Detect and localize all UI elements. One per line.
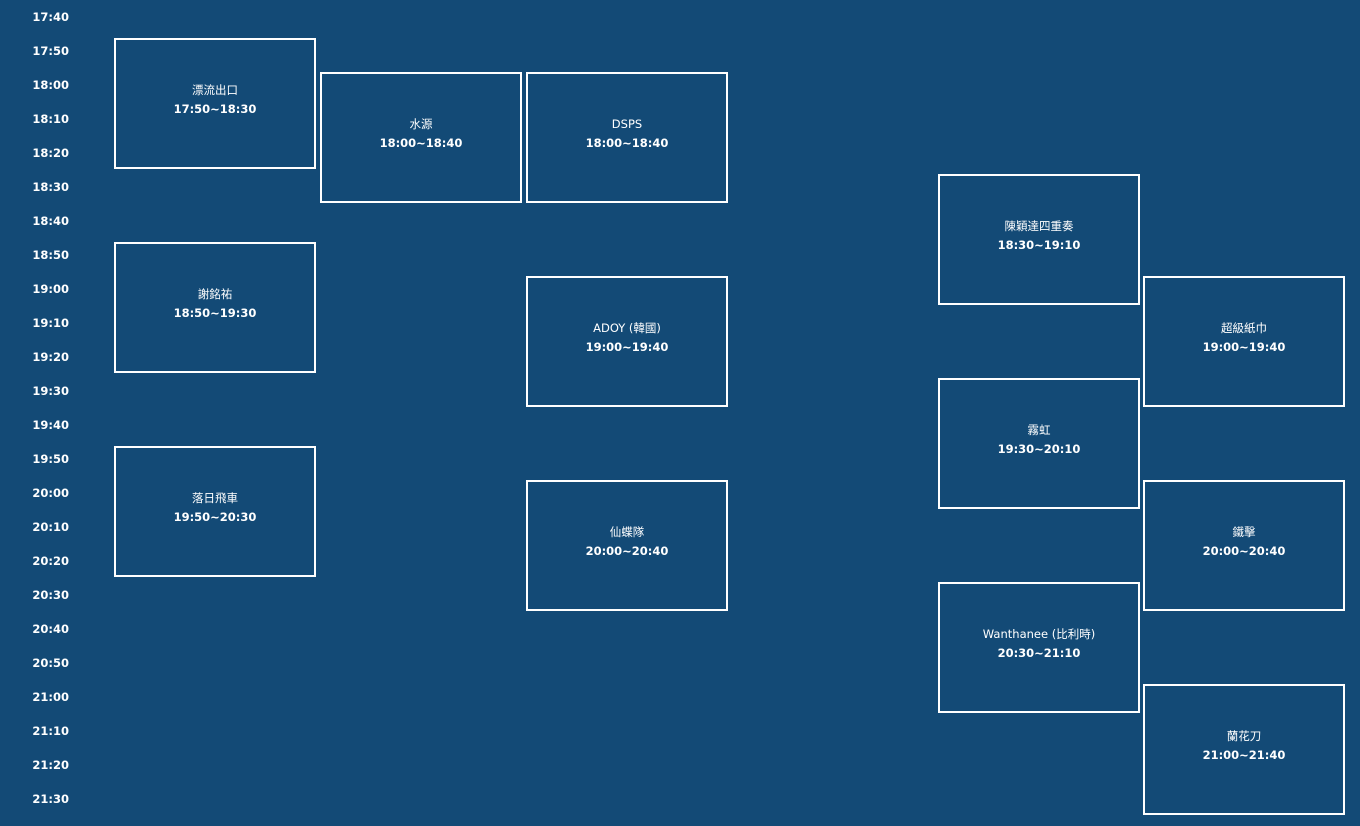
performance-time: 20:00~20:40 [1202,543,1286,558]
performance-time: 20:30~21:10 [997,645,1081,660]
time-label: 19:30 [32,384,69,398]
time-label: 19:50 [32,452,69,466]
time-label: 20:40 [32,622,69,636]
time-label: 19:20 [32,350,69,364]
performance-time: 19:50~20:30 [173,509,257,524]
performer-name: Wanthanee (比利時) [982,626,1096,641]
performance-slot[interactable]: 落日飛車 19:50~20:30 [114,446,316,577]
performer-name: 超級紙巾 [1221,320,1267,335]
performance-slot[interactable]: 謝銘祐 18:50~19:30 [114,242,316,373]
performance-time: 18:50~19:30 [173,305,257,320]
performer-name: ADOY (韓國) [593,320,661,335]
performer-name: 漂流出口 [192,82,238,97]
time-label: 21:10 [32,724,69,738]
performance-slot[interactable]: 超級紙巾 19:00~19:40 [1143,276,1345,407]
time-label: 19:10 [32,316,69,330]
time-label: 20:50 [32,656,69,670]
performance-slot[interactable]: 霧虹 19:30~20:10 [938,378,1140,509]
performer-name: 仙蝶隊 [609,524,645,539]
performer-name: 霧虹 [1027,422,1051,437]
performer-name: 落日飛車 [192,490,238,505]
performer-name: 蘭花刀 [1226,728,1262,743]
performer-name: 鐵擊 [1232,524,1256,539]
time-label: 20:20 [32,554,69,568]
time-label: 21:30 [32,792,69,806]
performance-time: 18:00~18:40 [379,135,463,150]
time-label: 18:30 [32,180,69,194]
time-label: 20:30 [32,588,69,602]
performance-time: 20:00~20:40 [585,543,669,558]
time-label: 21:00 [32,690,69,704]
performance-slot[interactable]: 漂流出口 17:50~18:30 [114,38,316,169]
performance-time: 17:50~18:30 [173,101,257,116]
time-label: 17:50 [32,44,69,58]
time-label: 17:40 [32,10,69,24]
performance-slot[interactable]: 蘭花刀 21:00~21:40 [1143,684,1345,815]
performance-slot[interactable]: 水源 18:00~18:40 [320,72,522,203]
time-label: 18:50 [32,248,69,262]
time-label: 19:00 [32,282,69,296]
performer-name: 謝銘祐 [197,286,233,301]
performance-slot[interactable]: 鐵擊 20:00~20:40 [1143,480,1345,611]
performance-slot[interactable]: ADOY (韓國) 19:00~19:40 [526,276,728,407]
time-label: 18:10 [32,112,69,126]
performer-name: 陳穎達四重奏 [1004,218,1074,233]
performance-time: 21:00~21:40 [1202,747,1286,762]
performance-slot[interactable]: Wanthanee (比利時) 20:30~21:10 [938,582,1140,713]
time-label: 20:00 [32,486,69,500]
performer-name: 水源 [409,116,433,131]
time-label: 20:10 [32,520,69,534]
performance-slot[interactable]: DSPS 18:00~18:40 [526,72,728,203]
performance-slot[interactable]: 仙蝶隊 20:00~20:40 [526,480,728,611]
performance-time: 18:30~19:10 [997,237,1081,252]
time-label: 19:40 [32,418,69,432]
time-label: 18:40 [32,214,69,228]
time-label: 21:20 [32,758,69,772]
performance-time: 19:00~19:40 [1202,339,1286,354]
performance-time: 19:00~19:40 [585,339,669,354]
performance-slot[interactable]: 陳穎達四重奏 18:30~19:10 [938,174,1140,305]
performer-name: DSPS [611,116,643,131]
time-label: 18:20 [32,146,69,160]
performance-time: 19:30~20:10 [997,441,1081,456]
performance-time: 18:00~18:40 [585,135,669,150]
time-label: 18:00 [32,78,69,92]
